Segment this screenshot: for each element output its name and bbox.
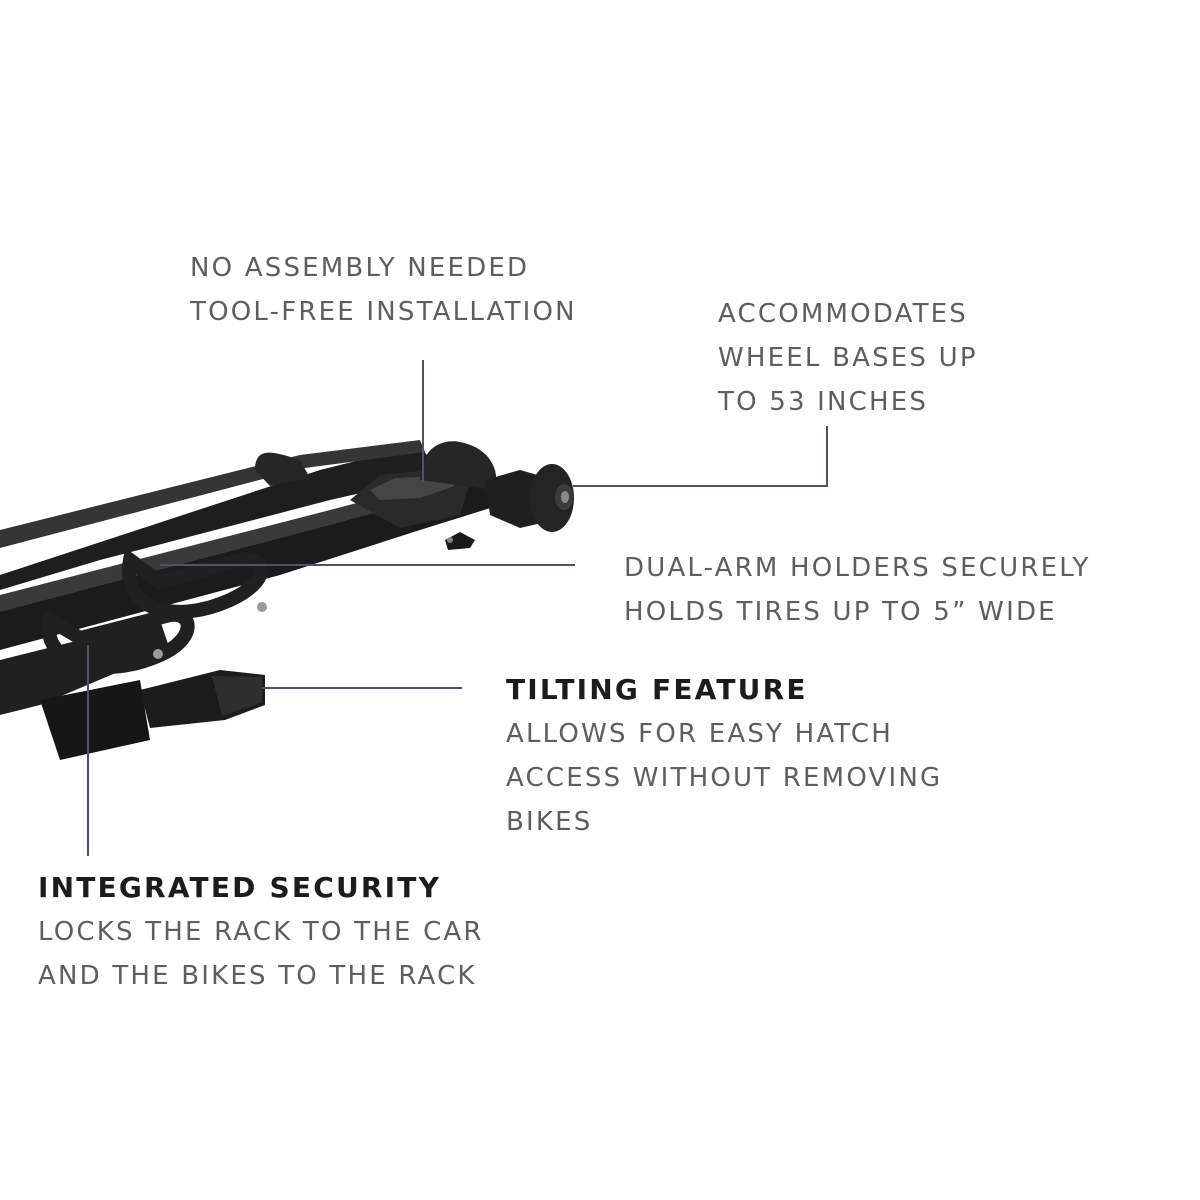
tilting-line-2: access without removing: [506, 763, 943, 793]
tilt-handle-face: [212, 676, 262, 716]
callout-dual-arm: Dual-arm holders securely holds tires up…: [624, 546, 1091, 634]
back-wheel-cradle: [255, 452, 310, 486]
security-line-2: and the bikes to the rack: [38, 961, 477, 991]
rack-near-rail: [0, 620, 170, 715]
wheelbase-line-3: to 53 inches: [718, 387, 929, 417]
callout-tilting: Tilting feature Allows for easy hatch ac…: [506, 668, 942, 844]
wheelbase-line-2: wheel bases up: [718, 343, 978, 373]
wheelbase-line-1: Accommodates: [718, 299, 968, 329]
tilting-line-1: Allows for easy hatch: [506, 719, 893, 749]
callout-line-wheelbase: [573, 426, 828, 487]
tilting-title: Tilting feature: [506, 673, 808, 706]
callout-wheelbase: Accommodates wheel bases up to 53 inches: [718, 292, 978, 424]
rack-back-rail: [0, 445, 440, 590]
ratchet-strap: [445, 532, 475, 550]
dual-arm-holder-rear: [121, 547, 269, 619]
security-line-1: Locks the rack to the car: [38, 917, 484, 947]
callout-installation: No assembly needed Tool-free installatio…: [190, 246, 577, 334]
rail-bolt: [257, 602, 267, 612]
end-wheel: [530, 464, 574, 532]
rail-bolt: [447, 537, 453, 543]
rail-bolt: [153, 649, 163, 659]
rack-back-rail-top: [0, 440, 425, 548]
dual-arm-line-1: Dual-arm holders securely: [624, 553, 1091, 583]
tilting-line-3: bikes: [506, 807, 593, 837]
end-wheel-bolt: [561, 491, 569, 503]
security-title: Integrated security: [38, 871, 442, 904]
installation-line-2: Tool-free installation: [190, 297, 577, 327]
dual-arm-line-2: holds tires up to 5” wide: [624, 597, 1057, 627]
callout-security: Integrated security Locks the rack to th…: [38, 866, 484, 998]
front-wheel-cradle: [420, 441, 497, 490]
installation-line-1: No assembly needed: [190, 253, 530, 283]
hitch-mount: [40, 680, 150, 760]
center-cradle-top: [370, 476, 455, 500]
